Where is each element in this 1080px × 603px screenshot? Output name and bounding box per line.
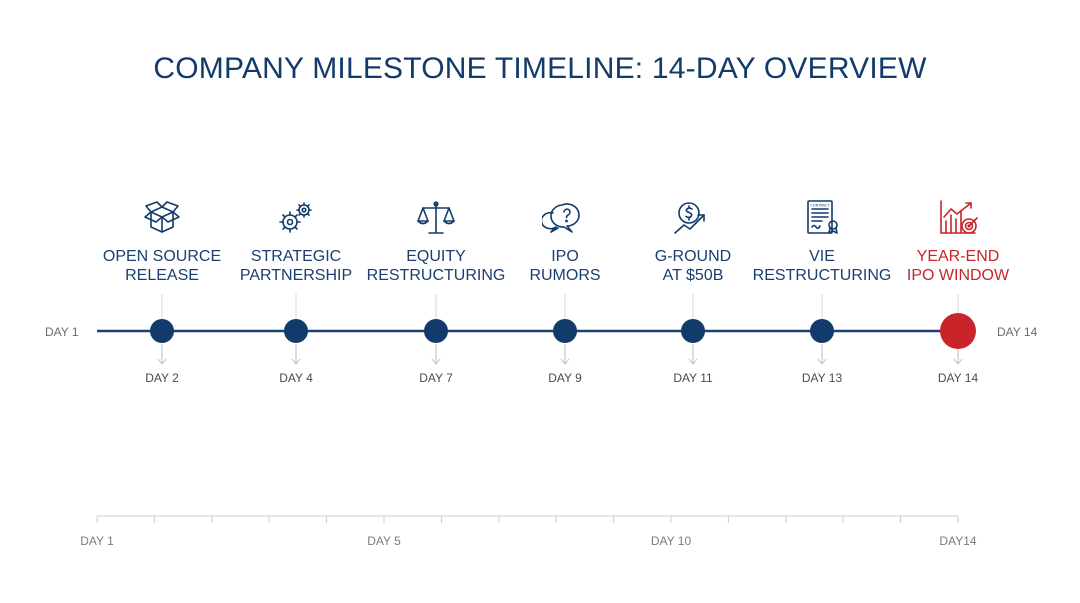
balance-scale-icon <box>417 201 455 234</box>
timeline-start-label: DAY 1 <box>45 325 79 339</box>
timeline-end-label: DAY 14 <box>997 325 1038 339</box>
milestone-day-label: DAY 7 <box>419 371 453 385</box>
svg-text:CONTRACT: CONTRACT <box>810 204 830 208</box>
milestone-label-line1: STRATEGIC <box>250 248 342 265</box>
dollar-growth-icon <box>674 202 705 234</box>
milestone-label: OPEN SOURCE RELEASE <box>77 247 247 285</box>
page-title: COMPANY MILESTONE TIMELINE: 14-DAY OVERV… <box>153 52 927 85</box>
milestone-arrow-head <box>291 358 301 365</box>
milestone-arrow-head <box>560 358 570 365</box>
milestone-node-final <box>940 313 976 349</box>
milestone-label-line1: OPEN SOURCE <box>102 248 222 265</box>
chart-target-icon <box>940 200 978 234</box>
axis-tick-label: DAY 5 <box>367 534 401 548</box>
milestone-label-line1: VIE <box>809 248 835 265</box>
axis-tick-label: DAY 10 <box>650 534 692 548</box>
milestone-label-line1: YEAR-END <box>916 248 1000 265</box>
milestone-label-line1: IPO <box>551 248 579 265</box>
milestone-day-label: DAY 4 <box>279 371 313 385</box>
milestone-label: G-ROUND AT $50B <box>608 247 778 285</box>
milestone-label-line2: RESTRUCTURING <box>366 267 506 284</box>
gears-icon <box>279 202 312 233</box>
milestone-node <box>150 319 174 343</box>
milestone-arrow-head <box>953 358 963 365</box>
milestone-label-line1: G-ROUND <box>654 248 732 265</box>
milestone-label-line1: EQUITY <box>406 248 466 265</box>
milestone-day-label: DAY 11 <box>673 371 713 385</box>
milestone-day-label: DAY 14 <box>937 371 979 385</box>
axis-tick-label: DAY 1 <box>80 534 114 548</box>
milestone-day-label: DAY 2 <box>145 371 179 385</box>
milestone-arrow-head <box>817 358 827 365</box>
milestone-node <box>284 319 308 343</box>
milestone-label-line2: PARTNERSHIP <box>239 267 353 284</box>
milestone-label-line2: AT $50B <box>662 267 724 284</box>
milestone-label: STRATEGIC PARTNERSHIP <box>211 247 381 285</box>
milestone-label-line2: RUMORS <box>529 267 601 284</box>
milestone-day-label: DAY 9 <box>548 371 582 385</box>
open-box-icon <box>144 201 180 233</box>
milestone-arrow-head <box>688 358 698 365</box>
contract-icon: CONTRACT <box>807 200 838 234</box>
milestone-label-line2: IPO WINDOW <box>906 267 1010 284</box>
milestone-node <box>681 319 705 343</box>
axis-tick-label: DAY14 <box>939 534 977 548</box>
milestone-node <box>553 319 577 343</box>
milestone-label-line2: RELEASE <box>125 267 199 284</box>
milestone-label: EQUITY RESTRUCTURING <box>351 247 521 285</box>
milestone-label: YEAR-END IPO WINDOW <box>873 247 1043 285</box>
milestone-label: IPO RUMORS <box>480 247 650 285</box>
milestone-label-line2: RESTRUCTURING <box>752 267 892 284</box>
milestone-day-label: DAY 13 <box>801 371 843 385</box>
milestone-node <box>810 319 834 343</box>
milestone-arrow-head <box>431 358 441 365</box>
milestone-node <box>424 319 448 343</box>
milestone-label: VIE RESTRUCTURING <box>737 247 907 285</box>
chat-question-icon <box>542 203 580 233</box>
milestone-arrow-head <box>157 358 167 365</box>
